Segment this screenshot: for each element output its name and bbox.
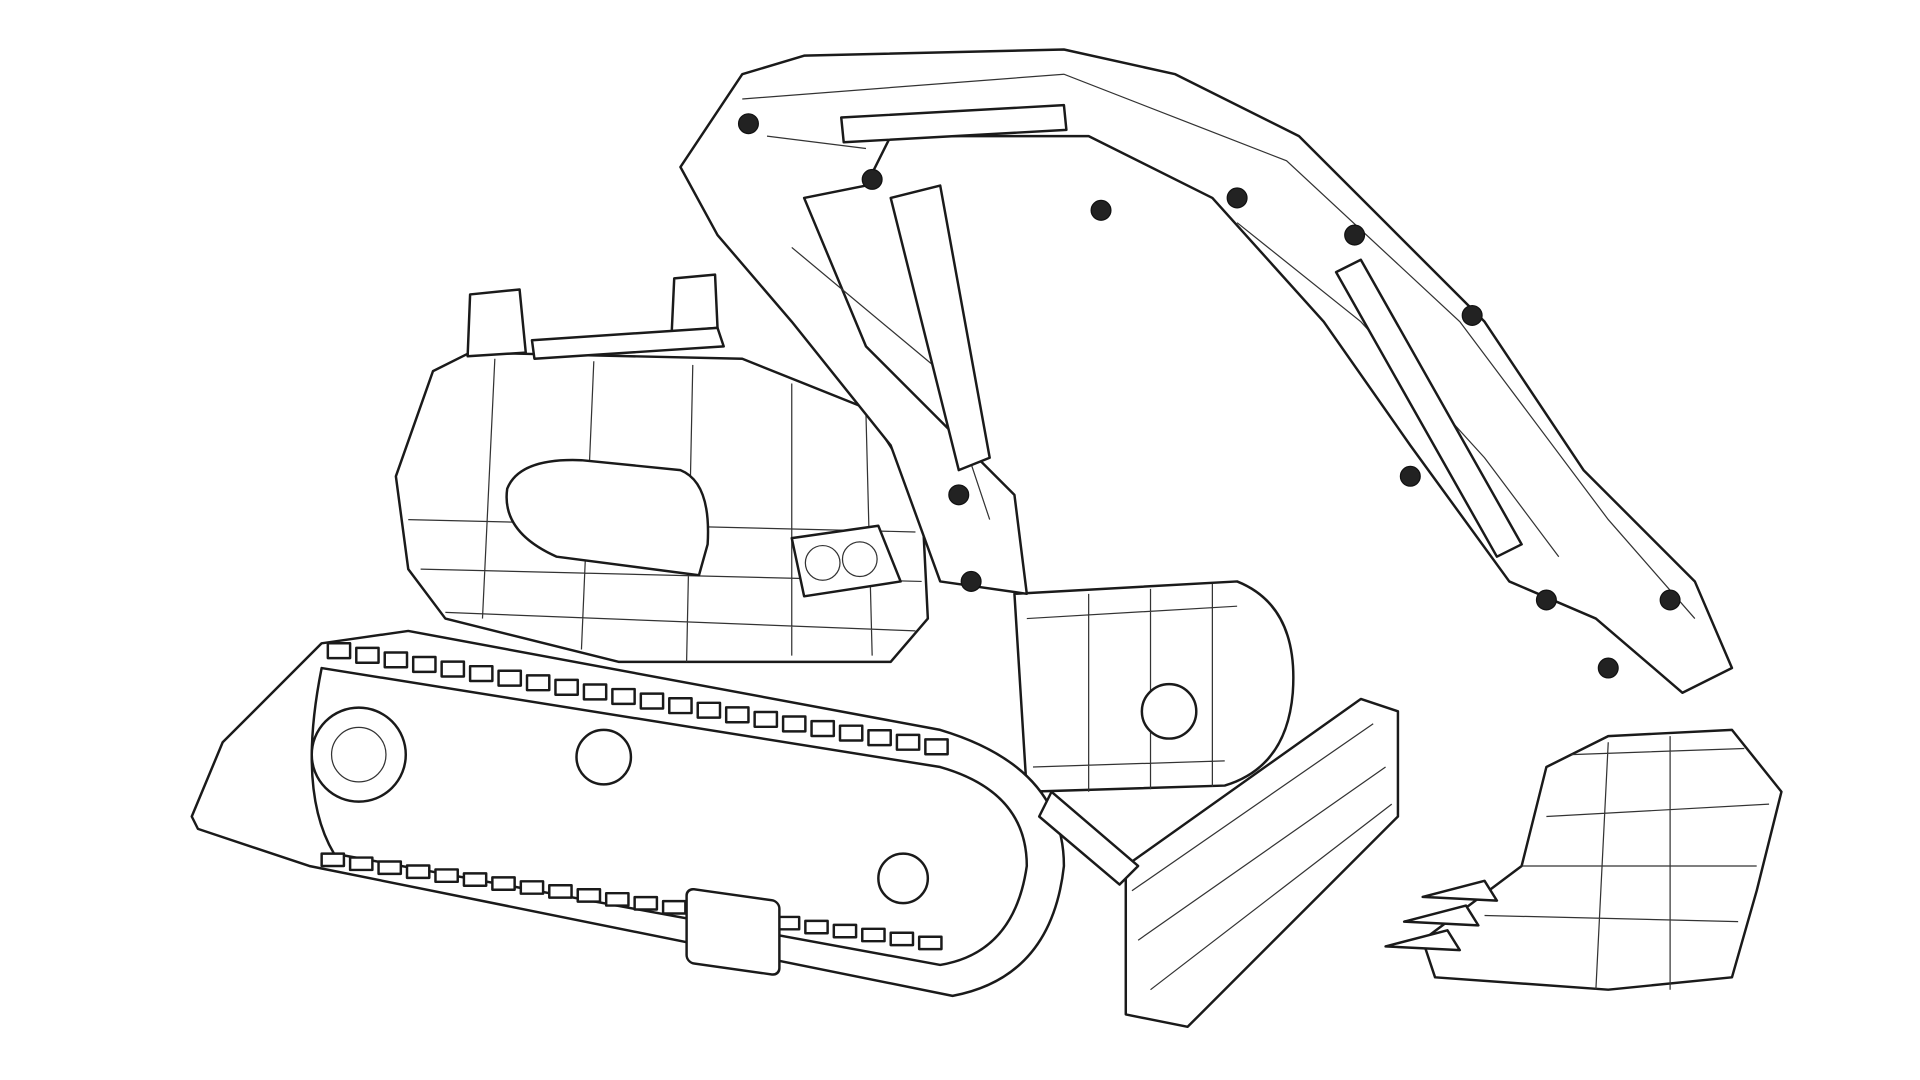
- pivot-pin: [960, 570, 982, 592]
- drive-sprocket: [310, 706, 408, 803]
- idler-wheel: [575, 728, 633, 786]
- top-rail: [530, 326, 725, 361]
- bucket-teeth: [1384, 879, 1499, 952]
- pivot-pin: [1535, 589, 1557, 611]
- track-shoe: [582, 683, 608, 701]
- track-shoe: [497, 669, 523, 687]
- rear-track-wheel: [1140, 682, 1198, 740]
- side-window: [505, 458, 710, 577]
- track-shoe: [348, 856, 374, 872]
- track-shoe: [434, 868, 459, 884]
- track-shoe: [724, 706, 750, 724]
- track-shoe: [611, 687, 636, 706]
- pivot-pin: [1399, 465, 1421, 487]
- pivot-pin: [1344, 224, 1366, 246]
- track-plate: [685, 887, 781, 976]
- headlight: [790, 524, 902, 598]
- blade-arm: [1037, 790, 1140, 886]
- pivot-pin: [1597, 657, 1619, 679]
- pivot-pin: [948, 484, 970, 506]
- track-shoe: [326, 642, 352, 660]
- machine-body: [394, 273, 930, 664]
- beacon-right: [670, 273, 719, 333]
- track-shoe: [411, 655, 437, 674]
- pivot-pin: [1461, 304, 1483, 326]
- track-shoe: [548, 884, 573, 899]
- arm-cylinder: [840, 103, 1068, 144]
- track-shoe: [696, 701, 722, 719]
- track-shoe: [440, 660, 466, 678]
- track-shoe: [832, 923, 858, 939]
- track-shoe: [355, 646, 380, 664]
- track-shoe: [576, 887, 602, 903]
- track-shoe: [753, 710, 779, 729]
- track-shoe: [668, 696, 693, 715]
- track-shoe: [895, 733, 921, 751]
- track-shoe: [661, 899, 687, 915]
- track-shoe: [491, 876, 516, 891]
- track-shoe: [838, 724, 864, 742]
- track-shoe: [525, 674, 551, 692]
- beacon-left: [466, 288, 528, 358]
- track-shoe: [924, 738, 949, 756]
- front-idler: [877, 852, 930, 905]
- track-shoe: [468, 664, 494, 683]
- track-shoe: [519, 880, 545, 895]
- track-shoe: [781, 715, 807, 733]
- pivot-pin: [861, 168, 883, 190]
- bucket: [1384, 728, 1783, 991]
- track-shoe: [604, 891, 630, 907]
- bucket-cylinder: [1334, 258, 1523, 558]
- track-shoe: [377, 860, 403, 876]
- track-shoe: [462, 872, 488, 888]
- boom-cylinder: [889, 184, 991, 472]
- pivot-pin: [1226, 187, 1248, 209]
- track-shoe: [554, 678, 579, 696]
- dozer-blade: [1037, 697, 1400, 1029]
- track-shoe: [917, 935, 943, 951]
- boom-arm: [679, 48, 1737, 753]
- track-shoe: [867, 729, 892, 747]
- pivot-pin: [1090, 199, 1112, 221]
- track-shoe: [405, 864, 431, 880]
- track-treads: [320, 642, 949, 951]
- track-shoe: [889, 931, 915, 947]
- track-shoe: [810, 719, 836, 738]
- pivot-pins: [737, 113, 1737, 753]
- rear-track: [1013, 580, 1295, 793]
- track-shoe: [639, 692, 665, 710]
- track-shoe: [804, 919, 829, 935]
- track-shoe: [320, 852, 346, 868]
- track-shoe: [383, 651, 409, 669]
- pivot-pin: [1659, 589, 1681, 611]
- front-track: [190, 629, 1066, 998]
- track-shoe: [633, 895, 659, 911]
- track-shoe: [861, 927, 886, 943]
- pivot-pin: [737, 113, 759, 135]
